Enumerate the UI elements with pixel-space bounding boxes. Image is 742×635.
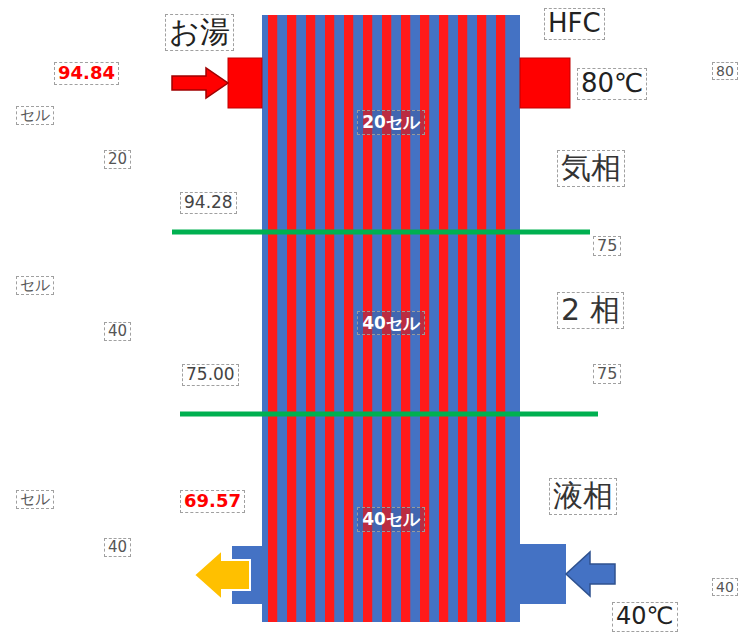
inlet-arrow — [566, 552, 615, 596]
phase-label: 液相 — [549, 478, 617, 515]
temperature-value: 94.84 — [54, 62, 119, 85]
unit-label: セル — [16, 276, 54, 295]
cell-count: 40セル — [357, 311, 425, 335]
section-divider — [172, 230, 590, 235]
temperature-label: 40℃ — [612, 602, 678, 632]
unit-label: セル — [16, 490, 54, 509]
inlet-arrow — [172, 68, 228, 98]
outlet-header — [520, 58, 570, 108]
temperature-value: 80 — [712, 62, 738, 80]
temperature-value: 69.57 — [180, 490, 245, 513]
inlet-header — [520, 544, 566, 604]
temperature-value: 94.28 — [180, 192, 237, 214]
temperature-value: 75 — [593, 364, 621, 384]
unit-label: セル — [16, 106, 54, 125]
phase-label: 気相 — [557, 150, 625, 187]
section-band: 40セル — [262, 235, 520, 411]
temperature-value: 40 — [712, 578, 738, 596]
fluid-label: お湯 — [165, 14, 234, 51]
section-divider — [180, 412, 598, 417]
cell-count: 40セル — [357, 507, 425, 531]
exchanger-body — [262, 15, 520, 622]
plate-stripes — [268, 15, 514, 622]
temperature-value: 75.00 — [182, 364, 239, 386]
fluid-label: HFC — [544, 8, 605, 40]
cell-number: 40 — [104, 322, 131, 341]
section-band: 40セル — [262, 417, 520, 622]
inlet-header — [228, 58, 262, 108]
cell-number: 20 — [104, 150, 131, 169]
temperature-value: 75 — [593, 236, 621, 256]
cell-count: 20セル — [357, 110, 425, 134]
outlet-arrow — [194, 550, 250, 600]
phase-label: 2 相 — [557, 292, 624, 329]
temperature-label: 80℃ — [577, 68, 647, 100]
cell-number: 40 — [104, 538, 131, 557]
section-band: 20セル — [262, 15, 520, 230]
